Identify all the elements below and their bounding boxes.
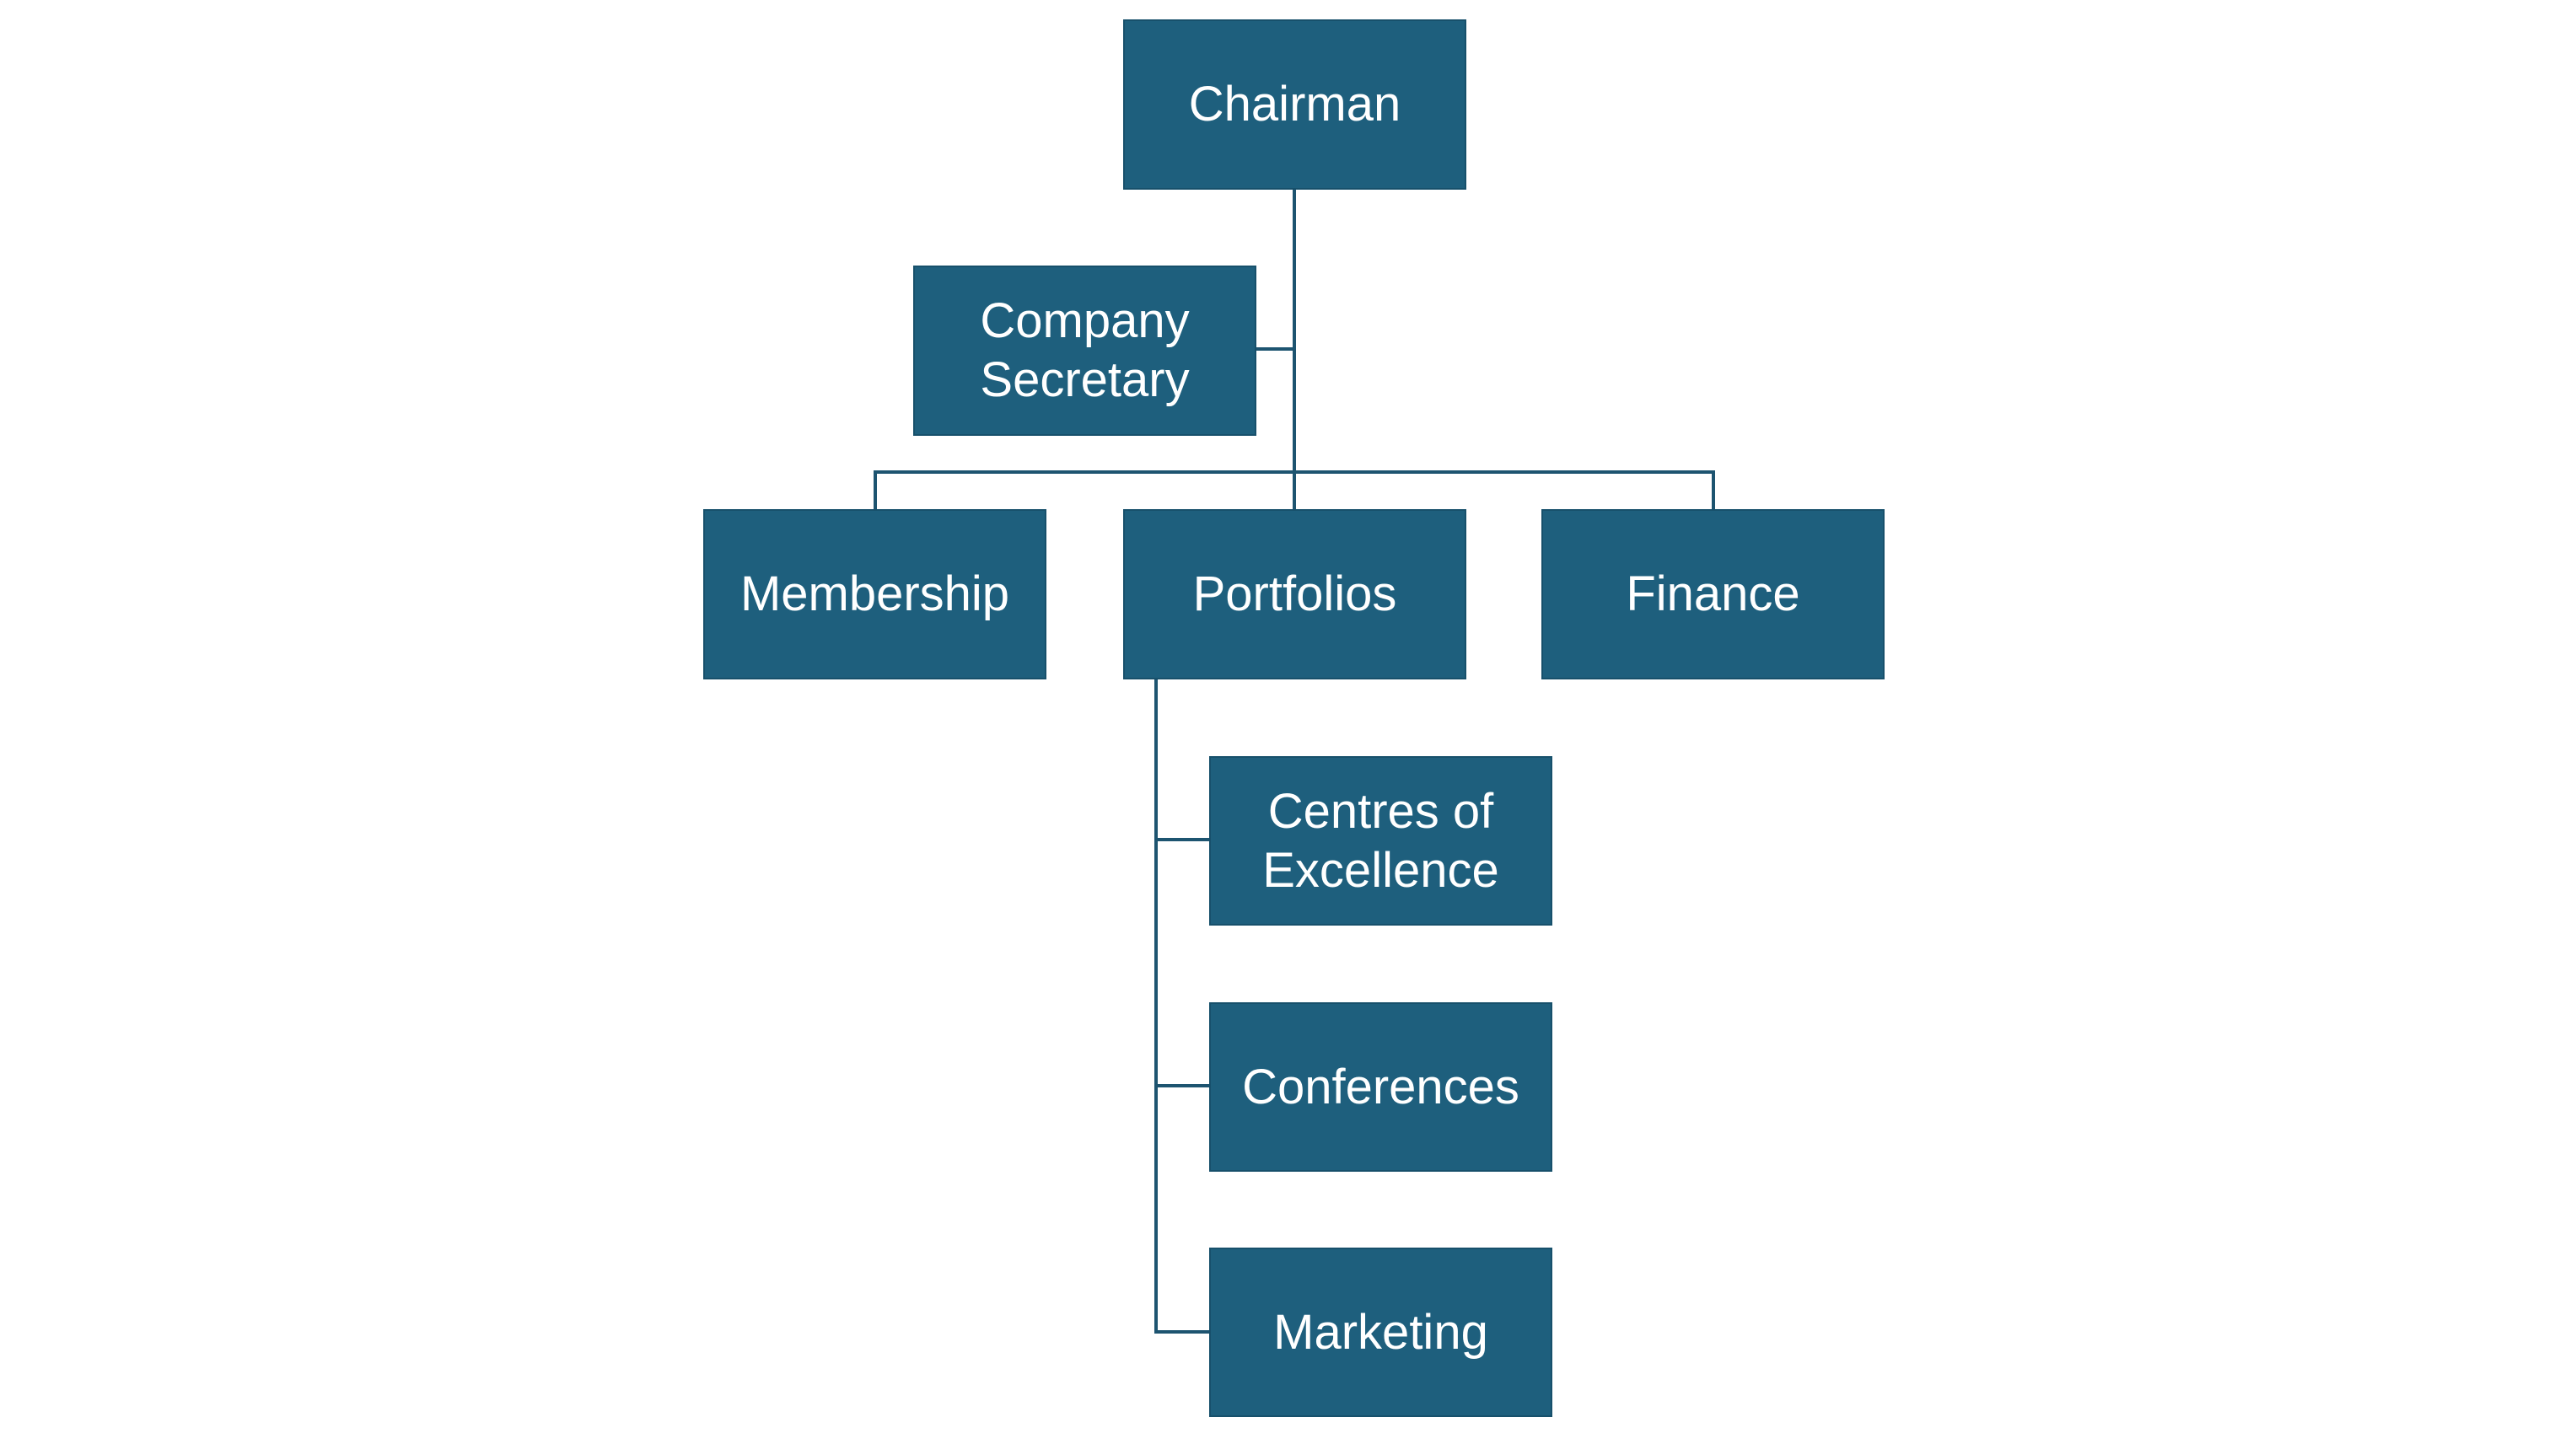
connector-drop-finance	[1712, 470, 1715, 509]
node-chairman: Chairman	[1123, 19, 1466, 190]
node-centres-of-excellence-label: Centres of Excellence	[1262, 783, 1499, 898]
node-portfolios-label: Portfolios	[1192, 566, 1397, 622]
connector-portfolios-rail	[1154, 679, 1158, 1334]
connector-company-secretary	[1256, 347, 1296, 351]
node-finance: Finance	[1541, 509, 1885, 679]
node-conferences: Conferences	[1209, 1002, 1552, 1172]
node-company-secretary: Company Secretary	[913, 266, 1256, 436]
node-marketing-label: Marketing	[1273, 1304, 1488, 1360]
connector-stub-centres-of-excellence	[1154, 838, 1209, 841]
connector-stub-conferences	[1154, 1084, 1209, 1087]
node-finance-label: Finance	[1626, 566, 1800, 622]
connector-stub-marketing	[1154, 1330, 1209, 1334]
connector-distribution-line	[874, 470, 1715, 474]
node-conferences-label: Conferences	[1242, 1059, 1519, 1114]
node-chairman-label: Chairman	[1188, 77, 1401, 132]
node-marketing: Marketing	[1209, 1248, 1552, 1417]
node-portfolios: Portfolios	[1123, 509, 1466, 679]
node-company-secretary-label: Company Secretary	[980, 293, 1190, 407]
node-membership: Membership	[703, 509, 1046, 679]
connector-drop-membership	[874, 470, 877, 509]
node-centres-of-excellence: Centres of Excellence	[1209, 756, 1552, 926]
node-membership-label: Membership	[739, 566, 1010, 622]
